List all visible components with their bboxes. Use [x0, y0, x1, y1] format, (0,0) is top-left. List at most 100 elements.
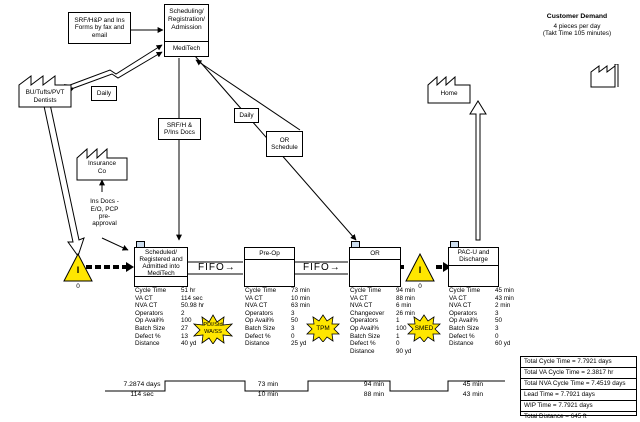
stat-value: 6 min [396, 302, 412, 310]
scheduling-line1: Scheduling/ [169, 8, 204, 15]
monitor-icon [136, 241, 145, 248]
stat-value: 100 [181, 317, 192, 325]
stat-key: Defect % [449, 332, 475, 340]
daily-mid-label: Daily [234, 108, 259, 123]
stat-key: Defect % [135, 332, 161, 340]
kaizen-burst-2 [306, 314, 340, 342]
stat-value: 100 [396, 324, 407, 332]
timeline [105, 380, 505, 392]
or-schedule-note: OR Schedule [266, 131, 303, 157]
customer-demand-title: Customer Demand [546, 13, 608, 20]
timeline-3-bottom: 88 min [363, 391, 385, 398]
kaizen-2-label: TPM [316, 325, 330, 332]
summary-lead-time: Lead Time = 7.7921 days [521, 390, 636, 401]
stat-row: Batch Size 1 [350, 333, 415, 341]
stat-key: Operators [135, 309, 163, 317]
process-box-pacu: PAC-U and Discharge [448, 247, 499, 287]
stat-key: Cycle Time [135, 287, 167, 294]
fifo-lane-2: FIFO→ [303, 262, 341, 274]
inventory-triangle-1 [63, 253, 93, 282]
p4-name-line1: PAC-U and [457, 249, 490, 256]
fifo-1-arrow-icon: → [224, 262, 236, 273]
stat-key: VA CT [350, 294, 368, 302]
or-schedule-line2: Schedule [271, 144, 298, 151]
timeline-1-top: 7.2874 days [123, 381, 161, 388]
stat-key: Op Avail% [350, 324, 379, 332]
p1-name-line1: Scheduled/ [145, 249, 177, 256]
stat-key: VA CT [449, 294, 467, 302]
stat-value: 88 min [396, 294, 415, 302]
stat-value: 43 min [495, 294, 514, 302]
stat-row: Cycle Time 73 min [245, 287, 310, 295]
p1-name-line4: MediTech [147, 270, 175, 278]
stat-value: 10 min [291, 294, 310, 302]
summary-total-distance: Total Distance = 645 ft [524, 413, 587, 420]
stat-value: 0 [396, 340, 400, 348]
stat-key: Cycle Time [245, 287, 277, 294]
stat-row: Distance 40 yd [135, 340, 204, 348]
srf-h-p-note: SRF/H & P/Ins Docs [158, 118, 201, 140]
scheduling-line3: Admission [171, 24, 202, 31]
stat-row: Defect %0 [350, 340, 415, 348]
stat-value: 1 [396, 332, 400, 340]
srf-hp-forms-note: SRF/H&P and Ins Forms by fax and email [68, 12, 131, 44]
inventory-2-symbol: I [418, 265, 422, 275]
stat-value: 51 hr [181, 287, 196, 294]
kaizen-1-line1: PDI/Std [203, 322, 223, 328]
stat-row: NVA CT 50.98 hr [135, 302, 204, 310]
timeline-2-top: 73 min [257, 381, 279, 388]
stat-key: NVA CT [135, 302, 158, 310]
kaizen-1-line2: WA/SS [204, 328, 222, 335]
stat-value: 26 min [396, 309, 415, 317]
fifo-lane-1: FIFO→ [198, 262, 236, 274]
stat-key: Batch Size [245, 324, 276, 332]
insurance-line1: Insurance [87, 160, 117, 167]
kaizen-3-label: SMED [414, 325, 434, 332]
stat-key: Distance [135, 340, 160, 348]
stat-value: 40 yd [181, 340, 197, 348]
scheduling-registration-box: Scheduling/ Registration/ Admission Medi… [164, 4, 209, 57]
stat-value: 73 min [291, 287, 310, 294]
fifo-1-label: FIFO [198, 262, 225, 273]
insurance-label: Insurance Co [77, 160, 127, 175]
process-box-scheduled: Scheduled/ Registered and Admitted into … [134, 247, 188, 287]
stat-value: 2 [181, 309, 185, 317]
stat-value: 63 min [291, 302, 310, 310]
srf-note-line3: email [91, 31, 108, 39]
p1-name-line3: Admitted into [142, 263, 180, 271]
stat-value: 3 [495, 309, 499, 317]
stat-key: Batch Size [350, 332, 381, 340]
stat-value: 50.98 hr [181, 302, 205, 310]
p3-name: OR [350, 248, 400, 260]
stat-value: 90 yd [396, 347, 412, 355]
ins-docs-note: Ins Docs - E/O, PCP pre- approval [87, 193, 122, 233]
summary-wip-time: WIP Time = 7.7921 days [521, 401, 636, 412]
summary-box: Total Cycle Time = 7.7921 days Total VA … [520, 356, 637, 420]
stat-value: 27 [181, 324, 189, 332]
home-label: Home [440, 90, 458, 97]
stat-row: Op Avail% 100 [350, 325, 415, 333]
kaizen-burst-3 [407, 314, 441, 342]
fifo-2-label: FIFO [303, 262, 330, 273]
kaizen-burst-1 [193, 314, 233, 344]
stat-value: 0 [291, 332, 295, 340]
ins-docs-line2: E/O, PCP [90, 205, 119, 213]
dentists-factory-icon [18, 75, 72, 108]
process-box-preop: Pre-Op [244, 247, 295, 287]
stat-key: Cycle Time [350, 287, 382, 294]
customer-factory-icon [590, 64, 619, 88]
stat-key: VA CT [135, 294, 153, 302]
